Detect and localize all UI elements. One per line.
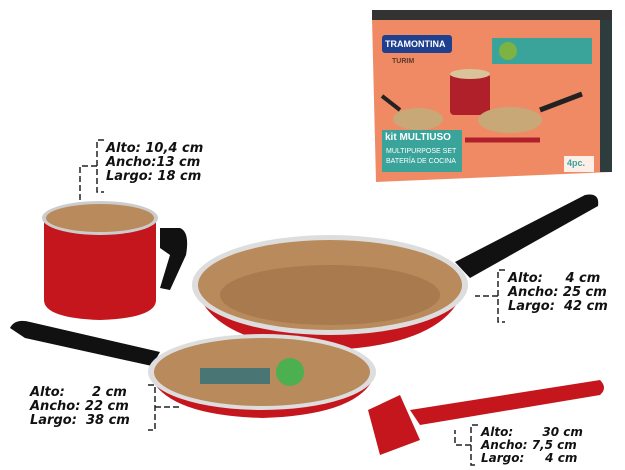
milk-pot — [42, 201, 188, 320]
product-box — [372, 10, 612, 182]
large-frying-pan — [192, 194, 599, 350]
dim-length: Largo: 42 cm — [508, 299, 608, 314]
dimension-leaders — [79, 139, 505, 466]
dim-height: Alto: 2 cm — [30, 385, 127, 400]
dim-length: Largo: 38 cm — [30, 413, 130, 428]
dim-length: Largo: 4 cm — [481, 451, 578, 465]
dim-height: Alto: 4 cm — [508, 271, 601, 286]
box-kit-prefix: kit — [385, 132, 397, 143]
box-line: TURIM — [392, 58, 415, 65]
dim-width: Ancho: 7,5 cm — [481, 438, 577, 452]
dim-width: Ancho: 25 cm — [508, 285, 607, 300]
box-subtitle-en: MULTIPURPOSE SET — [386, 148, 457, 155]
box-brand: TRAMONTINA — [385, 39, 446, 49]
small-frying-pan — [10, 320, 376, 418]
box-pieces: 4pc. — [567, 158, 586, 168]
dim-width: Ancho: 22 cm — [30, 399, 129, 414]
dim-width: Ancho:13 cm — [106, 155, 201, 170]
brand-logo — [382, 35, 452, 53]
dim-height: Alto: 30 cm — [481, 425, 583, 439]
box-kit-name: MULTIUSO — [399, 132, 451, 143]
dim-length: Largo: 18 cm — [106, 169, 202, 184]
spatula — [368, 380, 604, 455]
dim-height: Alto: 10,4 cm — [106, 141, 204, 156]
box-subtitle-es: BATERÍA DE COCINA — [386, 158, 456, 165]
box-kit-title: kit MULTIUSO — [385, 132, 451, 143]
